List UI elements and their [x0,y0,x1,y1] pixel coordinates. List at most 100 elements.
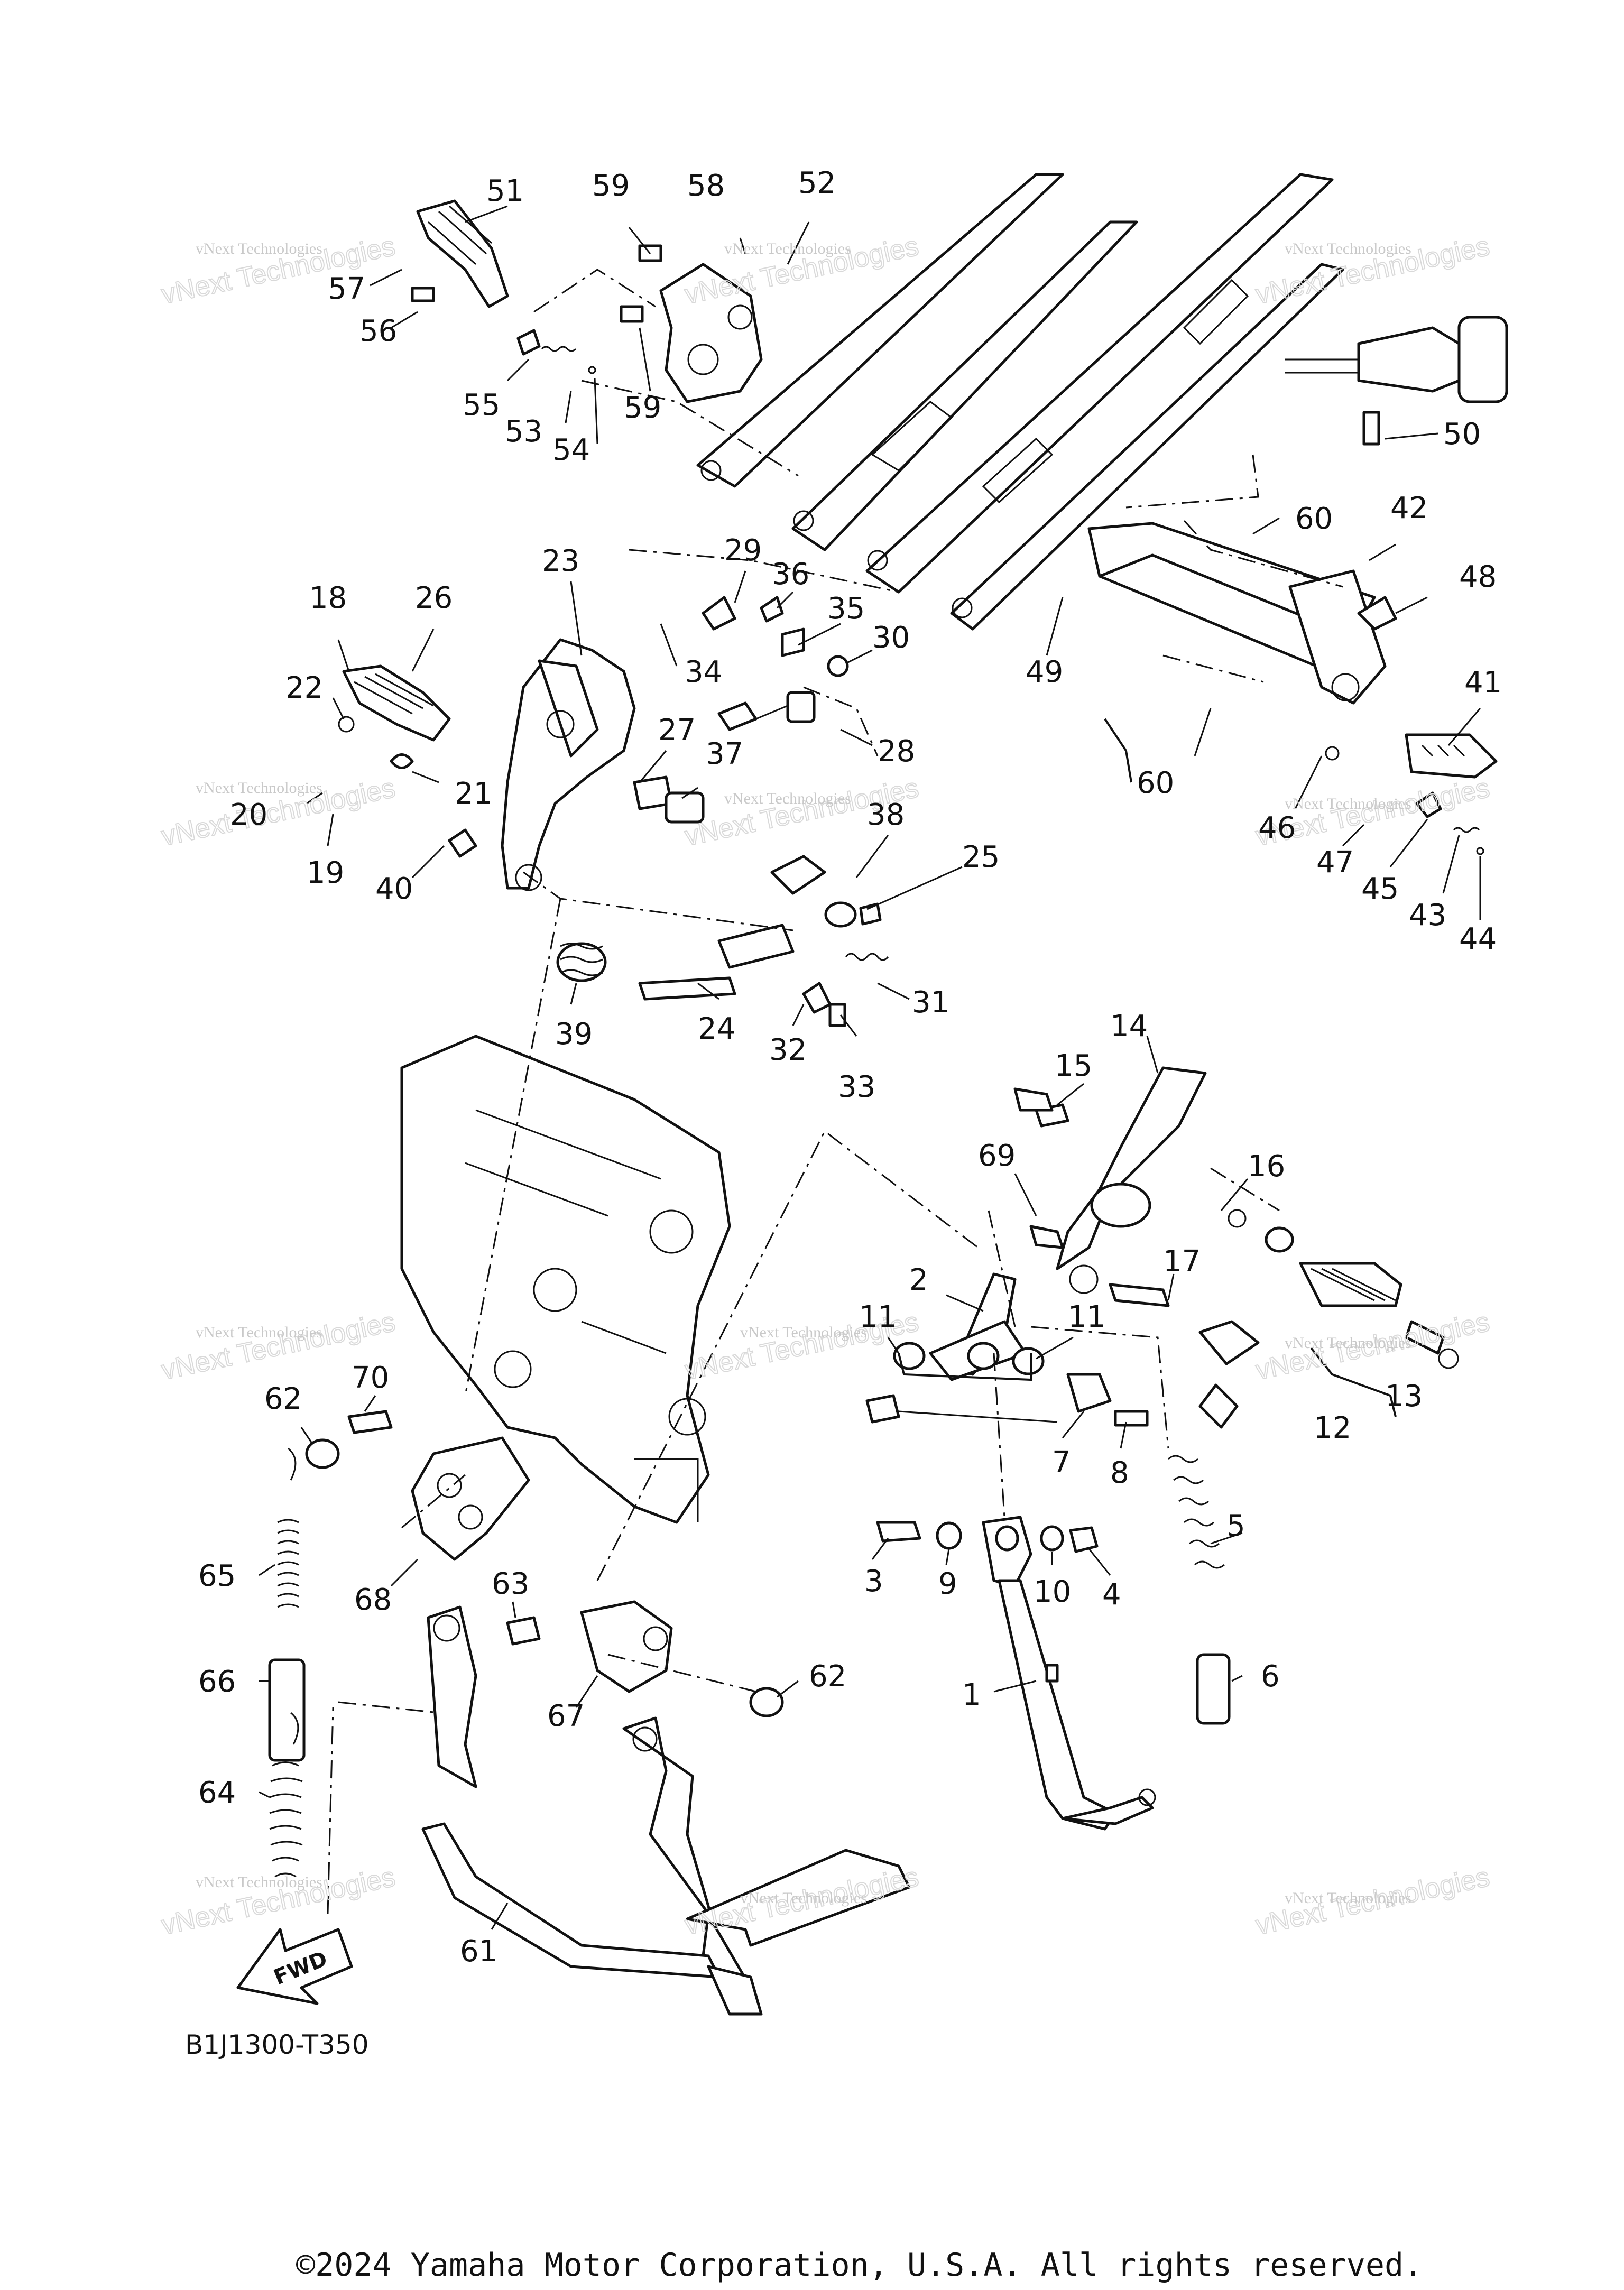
callout-35: 35 [827,592,865,626]
callout-18: 18 [309,581,347,615]
callout-13: 13 [1385,1379,1423,1414]
callout-38: 38 [867,798,905,832]
callout-41: 41 [1464,666,1502,700]
svg-text:vNext Technologies: vNext Technologies [740,1324,867,1341]
svg-text:vNext Technologies: vNext Technologies [196,1873,322,1891]
center-stand-assembly [268,1410,911,2016]
svg-text:vNext Technologies: vNext Technologies [1285,240,1411,257]
callout-43: 43 [1409,898,1446,932]
callout-53: 53 [505,414,542,449]
copyright-notice: ©2024 Yamaha Motor Corporation, U.S.A. A… [296,2247,1423,2284]
callout-54: 54 [552,433,590,467]
callout-51: 51 [486,174,524,208]
callout-64: 64 [198,1776,236,1810]
svg-text:vNext Technologies: vNext Technologies [196,1324,322,1341]
callout-21: 21 [455,777,492,811]
rear-brake-master-cylinder [1285,316,1508,446]
callout-70: 70 [352,1361,389,1395]
callout-59: 59 [592,169,630,203]
callout-49: 49 [1026,655,1063,689]
callout-14: 14 [1110,1009,1148,1044]
leader-lines [259,205,1481,1930]
callout-22: 22 [285,671,323,705]
sidestand-assembly [865,1087,1231,1831]
callout-61: 61 [460,1934,497,1969]
diagram-code: B1J1300-T350 [185,2029,369,2060]
callout-11: 11 [859,1300,897,1334]
callout-46: 46 [1258,811,1296,845]
callout-59b: 59 [624,391,661,425]
svg-text:vNext Technologies: vNext Technologies [724,240,851,257]
callout-8: 8 [1110,1456,1129,1490]
svg-text:vNext Technologies: vNext Technologies [196,779,322,797]
callout-56: 56 [359,314,397,348]
callout-29: 29 [724,533,762,568]
callout-42: 42 [1390,491,1428,525]
callout-17: 17 [1163,1244,1201,1279]
callout-66: 66 [198,1665,236,1699]
callout-15: 15 [1055,1049,1092,1083]
rear-footrest-assembly-right [411,199,763,403]
callout-7: 7 [1052,1445,1071,1480]
callout-44: 44 [1459,922,1497,956]
rear-frame-rails [696,173,1344,631]
callout-40: 40 [375,872,413,906]
main-frame [400,1035,731,1524]
callout-12: 12 [1314,1411,1351,1445]
callout-16: 16 [1248,1149,1285,1184]
callout-10: 10 [1034,1575,1071,1609]
forward-direction-arrow: FWD [236,1928,353,2005]
callout-25: 25 [962,840,1000,874]
callout-3: 3 [864,1564,883,1599]
callout-50: 50 [1443,417,1481,451]
callout-31: 31 [912,985,949,1020]
svg-text:vNext Technologies: vNext Technologies [1285,1889,1411,1907]
callout-4: 4 [1102,1577,1121,1612]
callout-34: 34 [685,655,722,689]
callout-30: 30 [872,621,910,655]
callout-23: 23 [542,544,579,578]
callout-57: 57 [328,272,365,306]
callout-67: 67 [547,1699,585,1733]
assembly-lines [327,269,1343,1914]
callout-47: 47 [1316,845,1354,880]
callout-48: 48 [1459,560,1497,594]
callout-27: 27 [658,713,696,747]
svg-text:vNext Technologies: vNext Technologies [1285,795,1411,812]
callout-55: 55 [463,388,500,422]
callout-63: 63 [492,1567,529,1601]
callout-58: 58 [687,169,725,203]
callout-33: 33 [838,1070,875,1104]
callout-69: 69 [978,1139,1016,1173]
svg-text:vNext Technologies: vNext Technologies [196,240,322,257]
callout-20: 20 [230,798,267,832]
callout-65: 65 [198,1559,236,1593]
callout-62: 62 [264,1382,302,1416]
group-brackets [898,718,1397,1417]
callout-39: 39 [555,1017,593,1051]
brake-pedal-assembly [338,596,889,1027]
callout-26: 26 [415,581,453,615]
callout-1: 1 [962,1678,981,1712]
pillion-footrest-bracket [1087,522,1498,855]
callout-24: 24 [698,1012,735,1046]
footrest-bracket-right-front [1035,1066,1459,1429]
callout-36: 36 [772,557,809,592]
callout-60: 60 [1295,502,1333,536]
callout-9: 9 [938,1567,957,1601]
callout-2: 2 [909,1263,928,1297]
svg-text:vNext Technologies: vNext Technologies [740,1889,867,1907]
callout-60b: 60 [1137,766,1174,800]
svg-text:vNext Technologies: vNext Technologies [1285,1334,1411,1352]
svg-text:vNext Technologies: vNext Technologies [724,790,851,807]
callout-19: 19 [307,856,344,890]
callout-37: 37 [706,737,743,771]
callout-28: 28 [878,734,915,769]
callout-52: 52 [798,166,836,200]
callout-68: 68 [354,1583,392,1617]
callout-numbers: 51 59 58 52 57 56 55 53 54 59 50 60 42 4… [198,166,1502,1969]
callout-5: 5 [1226,1509,1245,1543]
callout-62b: 62 [809,1659,846,1694]
callout-6: 6 [1261,1659,1280,1694]
